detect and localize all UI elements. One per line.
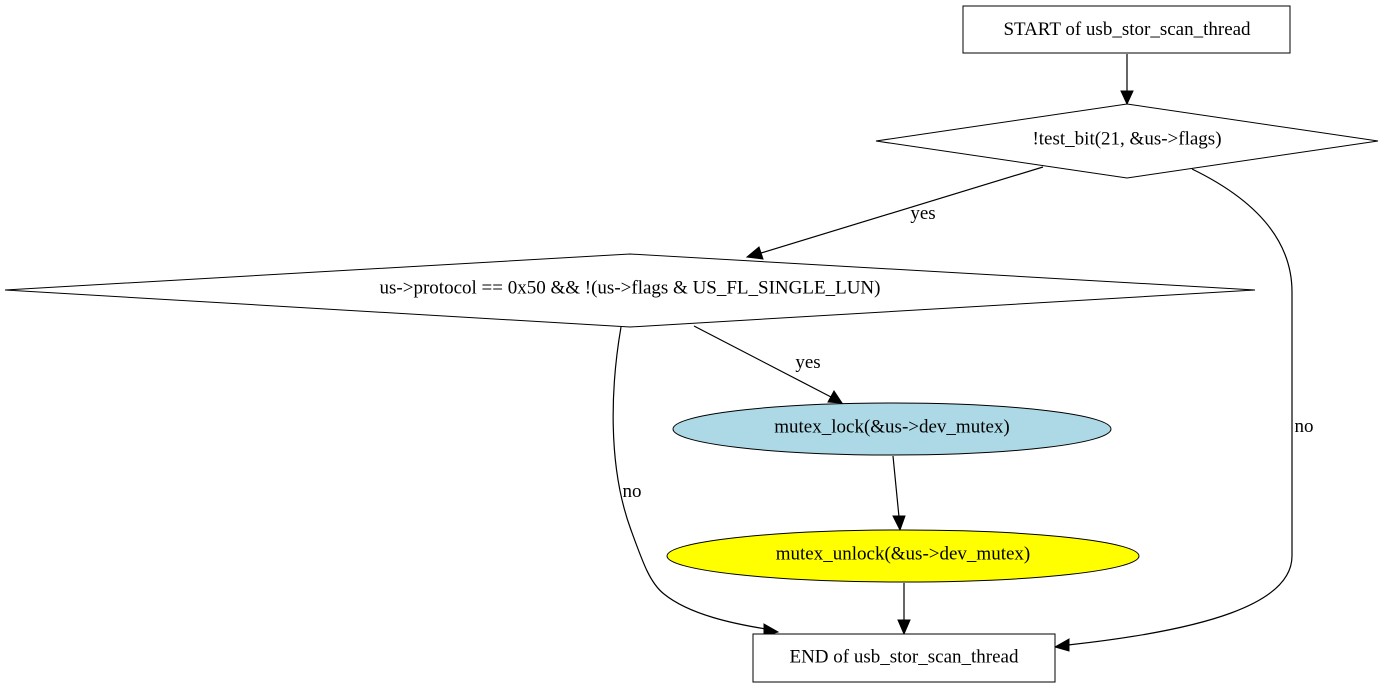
decision-node-protocol-shape	[4, 253, 1256, 328]
mutex-unlock-node-label: mutex_unlock(&us->dev_mutex)	[776, 544, 1031, 565]
edge-cond2-to-lock: yes	[693, 325, 843, 404]
decision-node-protocol: us->protocol == 0x50 && !(us->flags & US…	[4, 253, 1256, 328]
decision-node-test-bit-label: !test_bit(21, &us->flags)	[1032, 129, 1221, 150]
mutex-unlock-node-shape	[666, 529, 1140, 583]
mutex-lock-node-label: mutex_lock(&us->dev_mutex)	[774, 417, 1010, 438]
edge-cond1-to-cond2: yes	[745, 166, 1044, 260]
edge-unlock-to-end	[897, 583, 911, 636]
mutex-lock-node-shape	[672, 402, 1112, 456]
edge-cond1-to-end: no	[1053, 168, 1314, 652]
mutex-unlock-node: mutex_unlock(&us->dev_mutex)	[666, 529, 1140, 583]
start-node-label: START of usb_stor_scan_thread	[1003, 19, 1251, 40]
decision-node-test-bit: !test_bit(21, &us->flags)	[875, 103, 1379, 179]
edge-lock-to-unlock	[892, 455, 906, 532]
edge-label-cond1-no: no	[1295, 416, 1314, 437]
mutex-lock-node: mutex_lock(&us->dev_mutex)	[672, 402, 1112, 456]
edge-label-cond2-no: no	[623, 481, 642, 502]
end-node-box	[752, 633, 1056, 683]
decision-node-test-bit-shape	[875, 103, 1379, 179]
start-node: START of usb_stor_scan_thread	[962, 5, 1291, 54]
edge-cond2-to-end: no	[612, 326, 780, 637]
end-node: END of usb_stor_scan_thread	[752, 633, 1056, 683]
edge-start-to-cond1	[1120, 54, 1134, 106]
edge-label-cond1-yes: yes	[910, 203, 935, 224]
edge-label-cond2-yes: yes	[795, 352, 820, 373]
end-node-label: END of usb_stor_scan_thread	[789, 647, 1019, 668]
decision-node-protocol-label: us->protocol == 0x50 && !(us->flags & US…	[380, 278, 881, 299]
start-node-box	[962, 5, 1291, 54]
